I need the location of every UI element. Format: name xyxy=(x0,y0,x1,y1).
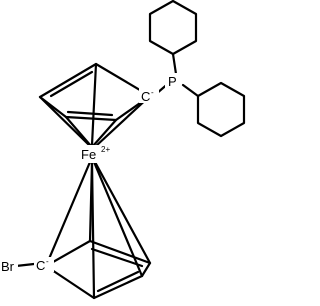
structure-diagram: Fe 2+ P C - Br C - xyxy=(0,0,246,300)
iron-atom-label: Fe xyxy=(81,147,96,162)
top-carbanion-label: C xyxy=(141,89,150,104)
iron-ring-bonds xyxy=(38,62,152,300)
bromine-carbon-bond xyxy=(14,262,36,268)
iron-charge-label: 2+ xyxy=(101,145,110,154)
bottom-carbanion-label: C xyxy=(36,258,45,273)
upper-cyclohexyl-ring xyxy=(148,0,198,76)
lower-cyclohexyl-ring xyxy=(181,81,246,138)
phosphorus-atom-label: P xyxy=(168,74,177,89)
molecule-drawing: Fe 2+ P C - Br C - xyxy=(0,0,246,300)
bottom-carbanion-charge: - xyxy=(46,257,49,266)
top-carbanion-charge: - xyxy=(151,88,154,97)
bottom-cyclopentadienyl-ring xyxy=(44,239,152,300)
bromine-atom-label: Br xyxy=(1,259,15,274)
